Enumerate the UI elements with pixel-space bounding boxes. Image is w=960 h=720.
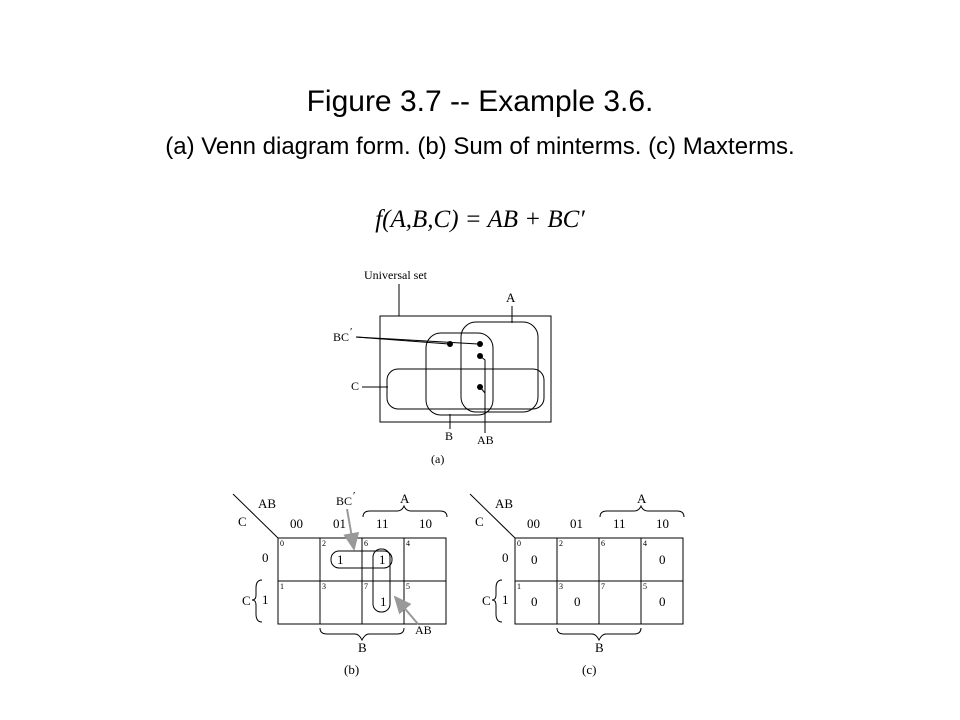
kmap-c-side-label: C — [242, 593, 251, 608]
col-header: 11 — [613, 516, 626, 531]
group-bc-prime — [330, 550, 393, 569]
kmap-c: AB C 00 01 11 10 0 1 C A 0 2 6 4 1 3 7 5… — [469, 491, 685, 677]
b-brace — [556, 627, 642, 642]
col-header: 00 — [290, 516, 303, 531]
kmap-c-side-label: C — [482, 593, 491, 608]
cell-value: 0 — [531, 552, 538, 567]
venn-label-ab: AB — [477, 433, 494, 447]
kmap-caption: (b) — [344, 662, 359, 677]
cell-index: 4 — [643, 539, 647, 548]
universal-set-label: Universal set — [364, 268, 428, 282]
kmap-b-label: B — [595, 640, 604, 655]
cell-value: 1 — [380, 594, 387, 609]
cell-value: 0 — [659, 552, 666, 567]
venn-pointer-ab — [479, 355, 486, 433]
a-brace — [599, 504, 685, 518]
set-c-region — [386, 368, 545, 410]
set-b-region — [425, 332, 494, 416]
row-header: 0 — [502, 550, 509, 565]
venn-label-a: A — [506, 290, 516, 305]
function-formula: f(A,B,C) = AB + BC′ — [375, 206, 585, 233]
kmap-caption: (c) — [582, 662, 596, 677]
cell-value: 0 — [659, 594, 666, 609]
kmap-b-label: B — [358, 640, 367, 655]
cell-index: 5 — [406, 582, 410, 591]
cell-index: 4 — [406, 539, 410, 548]
kmap-b: AB C 00 01 11 10 0 1 C A 0 2 6 4 1 3 7 5… — [232, 490, 448, 677]
ab-pointer-arrow — [393, 595, 419, 625]
kmap-c-label: C — [475, 514, 484, 529]
universal-set-box — [379, 315, 552, 423]
c-brace — [491, 579, 503, 623]
kmap-a-label: A — [637, 491, 647, 506]
venn-label-bc: BC′ — [333, 326, 352, 344]
bc-pointer-arrow — [343, 508, 360, 551]
venn-label-b: B — [445, 429, 453, 443]
cell-index: 6 — [601, 539, 605, 548]
venn-diagram: Universal set A BC′ C B AB (a) — [333, 268, 552, 466]
col-header: 10 — [656, 516, 669, 531]
set-a-region — [460, 321, 539, 413]
figure-subtitle: (a) Venn diagram form. (b) Sum of minter… — [165, 133, 795, 160]
cell-index: 2 — [559, 539, 563, 548]
col-header: 00 — [527, 516, 540, 531]
kmap-ab-label: AB — [495, 496, 513, 511]
kmap-ab-pointer-label: AB — [415, 623, 432, 637]
cell-index: 2 — [322, 539, 326, 548]
b-brace — [319, 627, 405, 642]
cell-index: 3 — [559, 582, 563, 591]
cell-index: 0 — [517, 539, 521, 548]
cell-index: 1 — [280, 582, 284, 591]
cell-index: 1 — [517, 582, 521, 591]
venn-caption: (a) — [431, 452, 444, 466]
venn-pointer-bc-2 — [355, 336, 479, 345]
cell-index: 3 — [322, 582, 326, 591]
col-header: 01 — [570, 516, 583, 531]
c-brace — [251, 579, 263, 623]
cell-value: 0 — [531, 594, 538, 609]
row-header: 1 — [262, 592, 269, 607]
figure-title: Figure 3.7 -- Example 3.6. — [306, 85, 654, 118]
cell-value: 0 — [574, 594, 581, 609]
venn-label-c: C — [351, 379, 359, 393]
cell-index: 5 — [643, 582, 647, 591]
venn-pointer-ab-2 — [479, 386, 486, 394]
col-header: 11 — [376, 516, 389, 531]
cell-index: 6 — [364, 539, 368, 548]
row-header: 1 — [502, 592, 509, 607]
col-header: 10 — [419, 516, 432, 531]
a-brace — [362, 504, 448, 518]
kmap-bc-label: BC′ — [336, 490, 355, 508]
group-ab — [372, 548, 391, 613]
cell-index: 7 — [364, 582, 368, 591]
cell-index: 7 — [601, 582, 605, 591]
minterm-dot — [477, 341, 483, 347]
kmap-corner-diagonal — [232, 493, 279, 539]
row-header: 0 — [262, 550, 269, 565]
kmap-ab-label: AB — [258, 496, 276, 511]
cell-index: 0 — [280, 539, 284, 548]
col-header: 01 — [333, 516, 346, 531]
kmap-corner-diagonal — [469, 493, 516, 539]
kmap-c-label: C — [238, 514, 247, 529]
cell-value: 1 — [337, 552, 344, 567]
kmap-a-label: A — [400, 491, 410, 506]
cell-value: 1 — [379, 552, 386, 567]
